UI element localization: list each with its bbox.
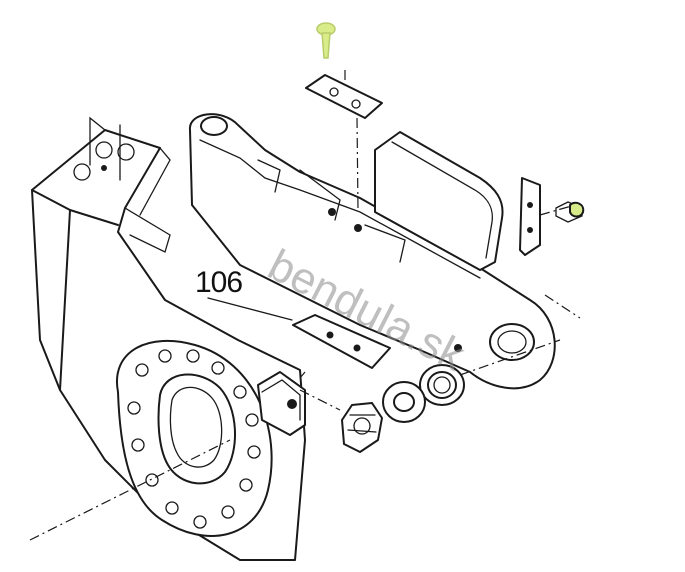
right-bracket [519, 177, 576, 256]
top-plate [305, 70, 383, 211]
housing-bracket [257, 371, 306, 436]
castle-nut [341, 402, 383, 453]
flange [115, 339, 273, 537]
callout-106-leader [207, 297, 293, 321]
callout-106-label: 106 [195, 266, 242, 299]
right-screw [555, 201, 585, 223]
highlighted-screw [316, 22, 336, 59]
lever-arm [189, 113, 556, 390]
side-plate [374, 131, 504, 271]
washer-middle [382, 381, 426, 423]
part-106-plate [292, 314, 391, 379]
flange-bolt-holes [127, 349, 261, 529]
axis-lines [29, 294, 581, 541]
washer-outer [419, 364, 465, 406]
